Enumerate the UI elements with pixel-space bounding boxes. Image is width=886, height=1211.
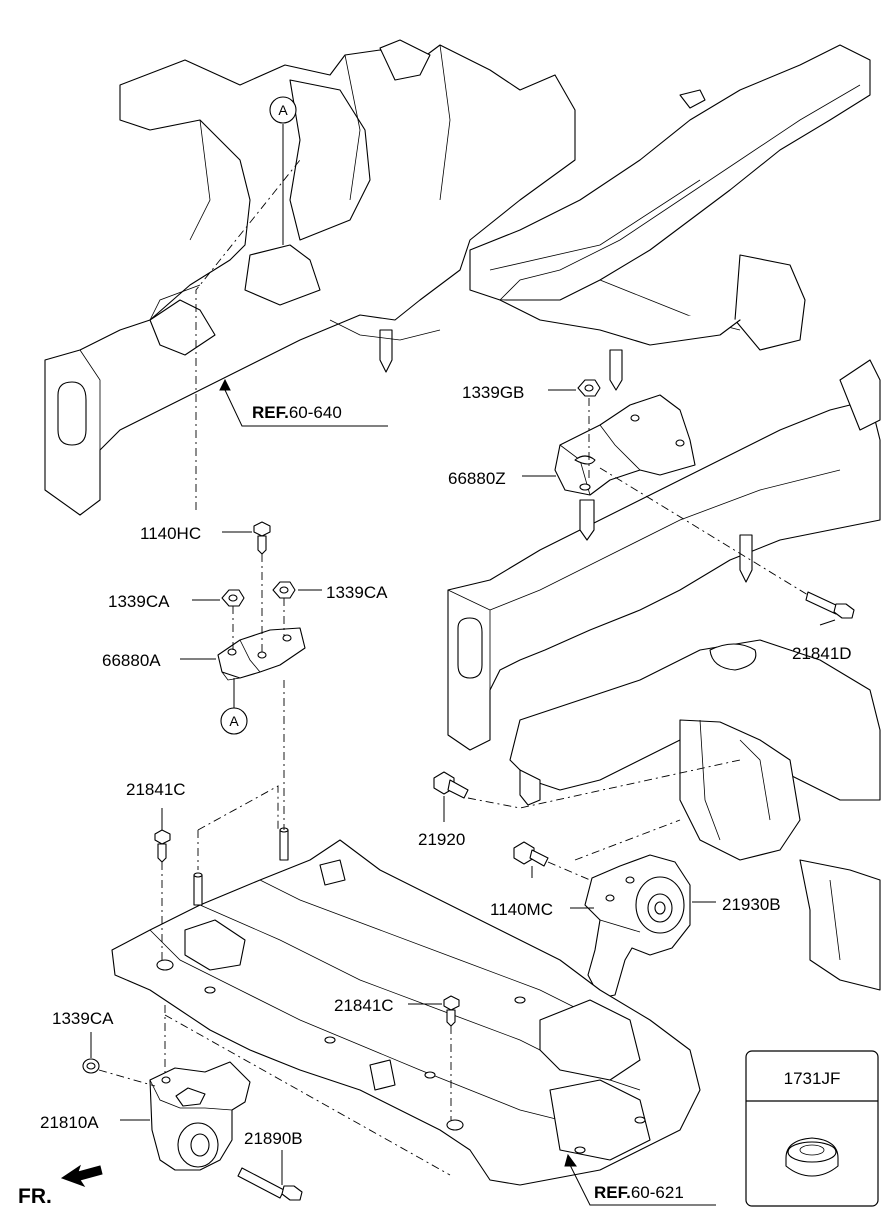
label-1731jf: 1731JF [784, 1069, 841, 1088]
label-1140mc: 1140MC [490, 900, 553, 919]
bracket-66880a [217, 627, 306, 681]
label-21890b: 21890B [244, 1129, 303, 1148]
nut-1339ca-right [272, 581, 296, 599]
subframe [111, 827, 701, 1186]
label-21930b: 21930B [722, 895, 781, 914]
ref-bottom-label: REF.60-621 [594, 1183, 684, 1202]
label-1140hc: 1140HC [140, 524, 201, 543]
label-66880z: 66880Z [448, 469, 506, 488]
circle-a-top-label: A [278, 102, 288, 118]
mount-21810a [149, 1061, 251, 1171]
engine-mount-21930b [584, 854, 691, 999]
front-body-frame [44, 39, 576, 516]
circle-a-mid-label: A [229, 713, 239, 729]
label-21841c-mid: 21841C [334, 996, 394, 1015]
ref-bottom-prefix: REF. [594, 1183, 631, 1202]
label-21841d: 21841D [792, 644, 852, 663]
bolt-1140hc [253, 521, 271, 555]
bolt-21841c-mid [443, 995, 460, 1027]
right-frame-rail [447, 359, 881, 751]
ref-top-label: REF.60-640 [252, 403, 342, 422]
front-arrow-icon [60, 1164, 103, 1187]
label-1339gb: 1339GB [462, 383, 524, 402]
label-21810a: 21810A [40, 1113, 99, 1132]
bracket-66880z [554, 394, 696, 496]
label-1339ca-right: 1339CA [326, 583, 388, 602]
side-member [469, 44, 871, 391]
engine-crossmember [509, 639, 881, 991]
grommet-1731jf [785, 1137, 839, 1177]
circle-a-mid-marker: A [220, 707, 248, 735]
bolt-1140mc [513, 841, 549, 867]
label-21841c-top: 21841C [126, 780, 186, 799]
label-1339ca-left: 1339CA [108, 592, 170, 611]
ref-top-code: 60-640 [289, 403, 342, 422]
bolt-21920 [433, 771, 469, 799]
label-66880a: 66880A [102, 651, 161, 670]
ref-top-prefix: REF. [252, 403, 289, 422]
nut-1339ca-bottom [82, 1058, 100, 1074]
label-21920: 21920 [418, 830, 465, 849]
inset-1731jf: 1731JF [745, 1050, 879, 1207]
bolt-21841c-top [154, 829, 171, 863]
front-label: FR. [18, 1185, 52, 1208]
ref-bottom-code: 60-621 [631, 1183, 684, 1202]
nut-1339ca-left [221, 589, 245, 607]
front-direction-marker: FR. [18, 1164, 103, 1208]
bolt-21890b [237, 1167, 303, 1201]
bolt-21841d [805, 591, 855, 619]
nut-1339gb [577, 379, 601, 397]
circle-a-top-marker: A [269, 96, 297, 124]
label-1339ca-bottom: 1339CA [52, 1009, 114, 1028]
leader-lines [90, 124, 836, 1206]
